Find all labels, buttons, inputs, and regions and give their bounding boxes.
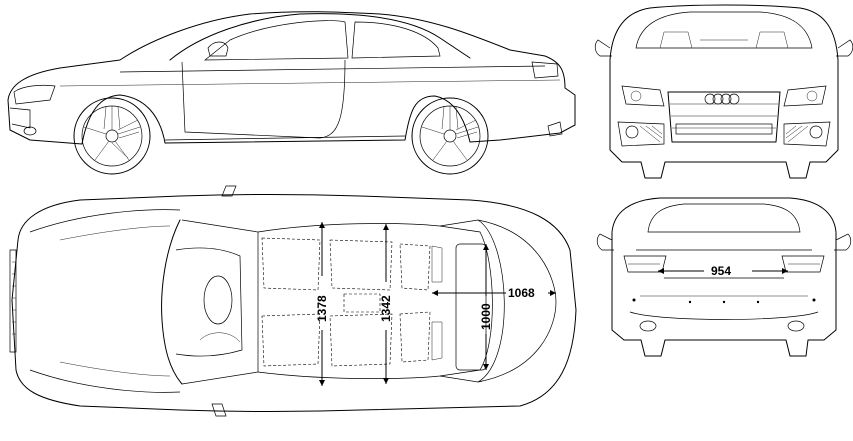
- front-view: [594, 4, 853, 179]
- front-wheel: [73, 97, 151, 175]
- rear-wheel: [411, 97, 489, 175]
- interior-seats: [261, 237, 431, 367]
- rear-view: 954: [596, 197, 852, 357]
- trunk-width-label: 1068: [508, 286, 535, 300]
- interior-width-front-dimension: 1378: [315, 222, 329, 386]
- interior-width-rear-dimension: 1342: [379, 224, 393, 384]
- rear-width-label: 954: [711, 264, 731, 278]
- trunk-length-label: 1000: [479, 303, 493, 330]
- trunk-width-dimension: 1068: [432, 286, 556, 300]
- side-view: [7, 11, 576, 175]
- rear-width-dimension: 954: [658, 264, 788, 278]
- interior-width-front-label: 1378: [315, 295, 329, 322]
- reflector-dots: [632, 298, 816, 304]
- brand-rings-icon: [704, 93, 740, 105]
- trunk-length-dimension: 1000: [479, 244, 493, 370]
- interior-width-rear-label: 1342: [379, 295, 393, 322]
- top-view: 1378 1342 1000 1068: [9, 185, 577, 417]
